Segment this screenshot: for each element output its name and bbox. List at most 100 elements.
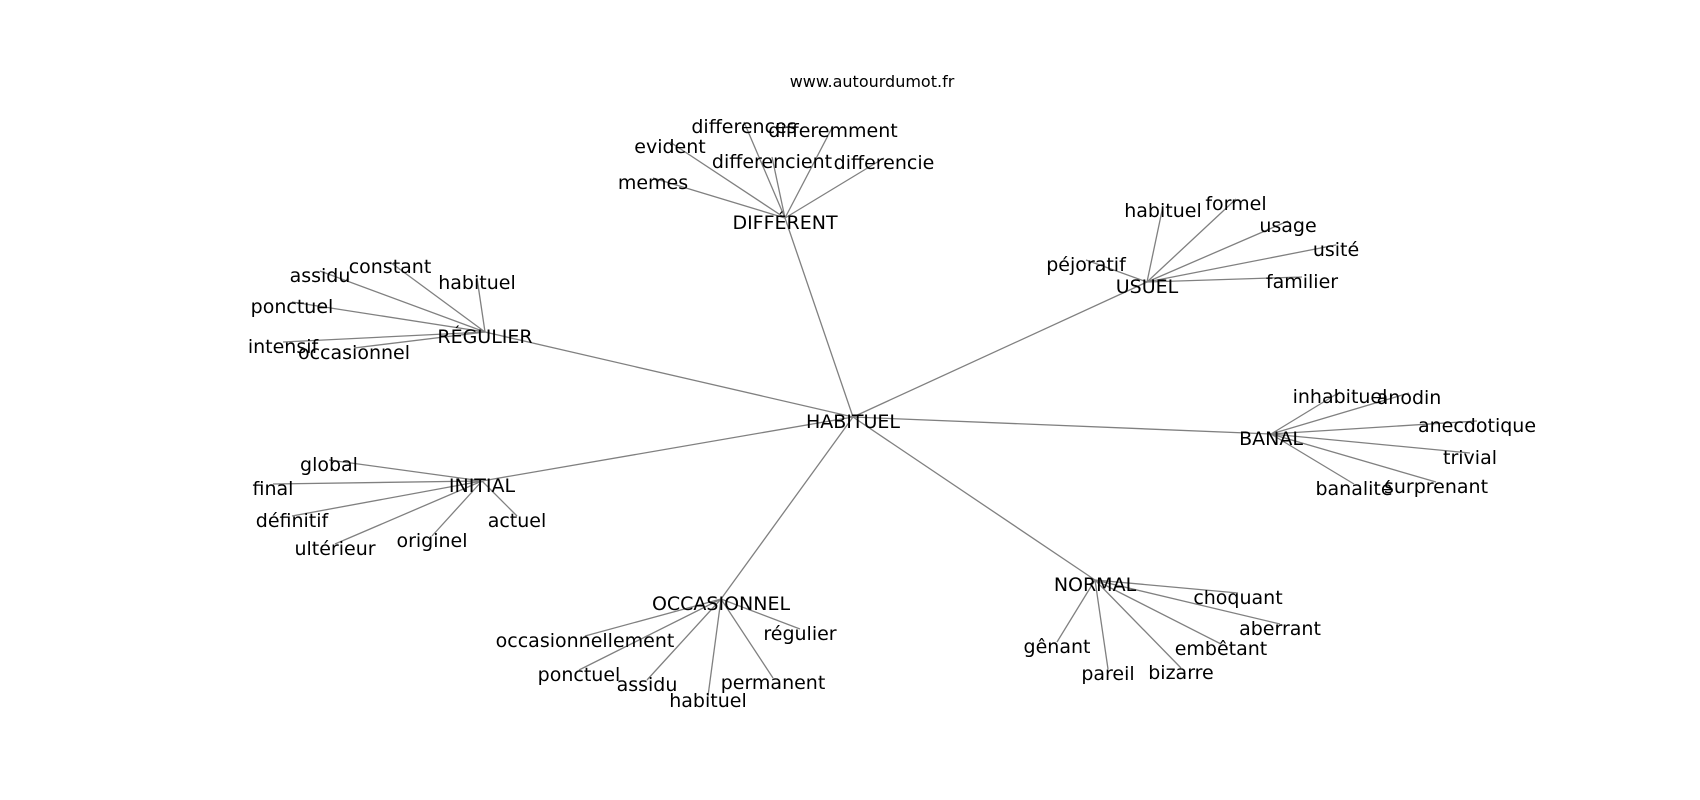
leaf-word[interactable]: gênant xyxy=(1024,636,1091,658)
leaf-word[interactable]: constant xyxy=(349,256,432,278)
leaf-word[interactable]: differencie xyxy=(834,152,935,174)
graph-edge xyxy=(389,261,486,333)
leaf-word[interactable]: habituel xyxy=(438,272,515,294)
leaf-word[interactable]: assidu xyxy=(290,265,351,287)
graph-edge xyxy=(784,157,885,219)
leaf-word[interactable]: habituel xyxy=(1124,200,1201,222)
leaf-word[interactable]: banalité xyxy=(1315,478,1392,500)
graph-edge xyxy=(353,331,486,349)
leaf-word[interactable]: usité xyxy=(1313,239,1359,261)
leaf-word[interactable]: trivial xyxy=(1443,447,1497,469)
graph-edge xyxy=(282,331,486,343)
hub-word[interactable]: OCCASIONNEL xyxy=(652,593,791,615)
leaf-word[interactable]: evident xyxy=(634,136,705,158)
leaf-word[interactable]: differencient xyxy=(712,151,832,173)
graph-edge xyxy=(319,270,486,333)
graph-edge xyxy=(852,416,1272,435)
graph-edge xyxy=(1094,579,1239,594)
graph-edge xyxy=(291,301,486,333)
leaf-word[interactable]: actuel xyxy=(488,510,547,532)
graph-edge xyxy=(669,141,786,219)
leaf-word[interactable]: habituel xyxy=(669,690,746,712)
leaf-word[interactable]: régulier xyxy=(763,623,836,645)
leaf-word[interactable]: formel xyxy=(1205,193,1266,215)
hub-word[interactable]: INITIAL xyxy=(449,475,516,497)
leaf-word[interactable]: ponctuel xyxy=(538,664,621,686)
leaf-word[interactable]: assidu xyxy=(617,674,678,696)
graph-edges xyxy=(272,121,1478,697)
graph-edge xyxy=(1094,579,1222,645)
graph-edge xyxy=(1270,433,1471,454)
hub-word[interactable]: NORMAL xyxy=(1054,574,1137,596)
graph-edge xyxy=(1094,579,1109,670)
graph-edge xyxy=(1146,198,1237,283)
graph-edge xyxy=(720,598,801,630)
leaf-word[interactable]: differences xyxy=(691,116,796,138)
graph-edge xyxy=(1146,205,1164,283)
leaf-word[interactable]: surprenant xyxy=(1384,476,1488,498)
graph-edge xyxy=(852,416,1096,581)
leaf-word[interactable]: bizarre xyxy=(1148,662,1214,684)
leaf-word[interactable]: differemment xyxy=(768,120,897,142)
graph-edge xyxy=(291,480,483,517)
graph-edge xyxy=(481,480,518,517)
graph-edge xyxy=(1146,220,1289,283)
leaf-word[interactable]: définitif xyxy=(256,510,330,532)
graph-edge xyxy=(1270,391,1341,435)
graph-edge xyxy=(1270,433,1437,483)
leaf-word[interactable]: anodin xyxy=(1377,387,1442,409)
graph-edge xyxy=(1270,433,1355,485)
graph-edge xyxy=(720,416,854,600)
graph-edge xyxy=(334,480,483,545)
leaf-word[interactable]: ponctuel xyxy=(251,296,334,318)
graph-edge xyxy=(1085,259,1148,283)
graph-edge xyxy=(720,598,774,679)
graph-edge xyxy=(1094,579,1281,625)
graph-edge xyxy=(1270,420,1478,435)
hub-word[interactable]: BANAL xyxy=(1239,428,1303,450)
graph-edge xyxy=(1146,276,1303,283)
leaf-word[interactable]: global xyxy=(300,454,358,476)
graph-labels: HABITUEL DIFFÉRENT differencesdifferemment… xyxy=(248,116,1536,712)
leaf-word[interactable]: originel xyxy=(396,530,467,552)
graph-edge xyxy=(652,177,786,219)
graph-edge xyxy=(578,598,722,671)
graph-edge xyxy=(646,598,722,681)
leaf-word[interactable]: permanent xyxy=(721,672,826,694)
leaf-word[interactable]: embêtant xyxy=(1175,638,1268,660)
graph-edge xyxy=(784,125,834,219)
graph-edge xyxy=(707,598,722,697)
leaf-word[interactable]: choquant xyxy=(1193,587,1282,609)
leaf-word[interactable]: occasionnel xyxy=(298,342,410,364)
graph-edge xyxy=(743,121,786,219)
leaf-word[interactable]: usage xyxy=(1259,215,1316,237)
leaf-word[interactable]: ultérieur xyxy=(294,538,375,560)
leaf-word[interactable]: anecdotique xyxy=(1418,415,1536,437)
leaf-word[interactable]: aberrant xyxy=(1239,618,1321,640)
graph-edge xyxy=(484,331,854,418)
hub-word[interactable]: RÉGULIER xyxy=(437,325,532,348)
leaf-word[interactable]: final xyxy=(253,478,294,500)
hub-word[interactable]: USUEL xyxy=(1116,276,1179,298)
graph-edge xyxy=(328,459,483,482)
graph-edge xyxy=(431,480,483,537)
graph-edge xyxy=(1094,579,1182,669)
leaf-word[interactable]: familier xyxy=(1266,271,1338,293)
leaf-word[interactable]: inhabituel xyxy=(1293,386,1388,408)
leaf-word[interactable]: péjoratif xyxy=(1046,254,1127,276)
graph-edge xyxy=(272,480,483,485)
leaf-word[interactable]: pareil xyxy=(1081,663,1134,685)
leaf-word[interactable]: intensif xyxy=(248,336,320,358)
graph-edge xyxy=(771,156,786,219)
graph-edge xyxy=(852,281,1148,418)
leaf-word[interactable]: occasionnellement xyxy=(496,630,675,652)
center-word[interactable]: HABITUEL xyxy=(806,411,900,433)
graph-edge xyxy=(584,598,722,637)
hub-word[interactable]: DIFFÉRENT xyxy=(732,211,838,234)
graph-edge xyxy=(476,277,486,333)
watermark-text: www.autourdumot.fr xyxy=(790,72,955,91)
graph-edge xyxy=(784,217,854,418)
leaf-word[interactable]: memes xyxy=(618,172,688,194)
graph-edge xyxy=(1270,392,1410,435)
